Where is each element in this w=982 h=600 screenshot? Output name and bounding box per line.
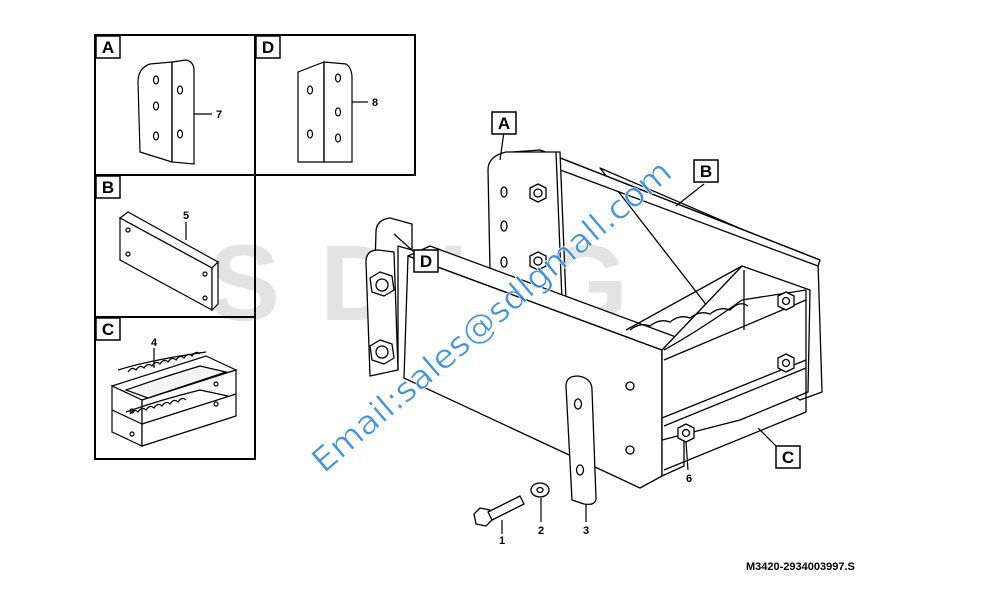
inset-a-tag: A xyxy=(95,35,121,59)
nut-right-upper xyxy=(777,291,795,311)
inset-b-tag: B xyxy=(95,175,121,199)
callout-7: 7 xyxy=(216,109,222,121)
svg-text:C: C xyxy=(102,320,114,339)
nut-upper-a xyxy=(529,183,547,203)
bolt-1 xyxy=(473,495,525,527)
nut-6 xyxy=(677,423,695,443)
inset-c-tag: C xyxy=(95,317,121,341)
callout-1: 1 xyxy=(499,535,505,547)
bolt-head-d-lower xyxy=(369,339,395,365)
main-label-d: D xyxy=(413,249,439,273)
inset-b-flat-plate xyxy=(118,211,219,312)
svg-text:B: B xyxy=(700,162,712,181)
nut-right-lower xyxy=(777,353,795,373)
nut-lower-a xyxy=(529,251,547,271)
svg-text:B: B xyxy=(102,178,114,197)
inset-c-channel-frame xyxy=(110,351,238,447)
callout-3: 3 xyxy=(583,525,589,537)
callout-6: 6 xyxy=(686,473,692,485)
callout-8: 8 xyxy=(372,97,378,109)
inset-grid xyxy=(94,34,416,460)
svg-text:A: A xyxy=(498,114,510,133)
main-assembly xyxy=(365,149,823,527)
inset-d-tag: D xyxy=(255,35,281,59)
washer-2 xyxy=(530,482,550,498)
svg-text:A: A xyxy=(102,38,114,57)
bolt-head-d-upper xyxy=(369,271,395,297)
callout-4: 4 xyxy=(151,337,158,349)
leader-lines xyxy=(393,131,777,534)
svg-text:C: C xyxy=(782,448,794,467)
inset-d-angle-bracket xyxy=(297,61,353,163)
inset-a-angle-bracket xyxy=(137,59,195,165)
callout-5: 5 xyxy=(183,210,189,222)
main-label-b: B xyxy=(693,159,719,183)
drawing-number: M3420-2934003997.S xyxy=(746,561,855,573)
svg-text:D: D xyxy=(420,252,432,271)
svg-text:D: D xyxy=(262,38,274,57)
main-label-c: C xyxy=(775,445,801,469)
callout-2: 2 xyxy=(538,525,544,537)
main-label-a: A xyxy=(491,111,517,135)
